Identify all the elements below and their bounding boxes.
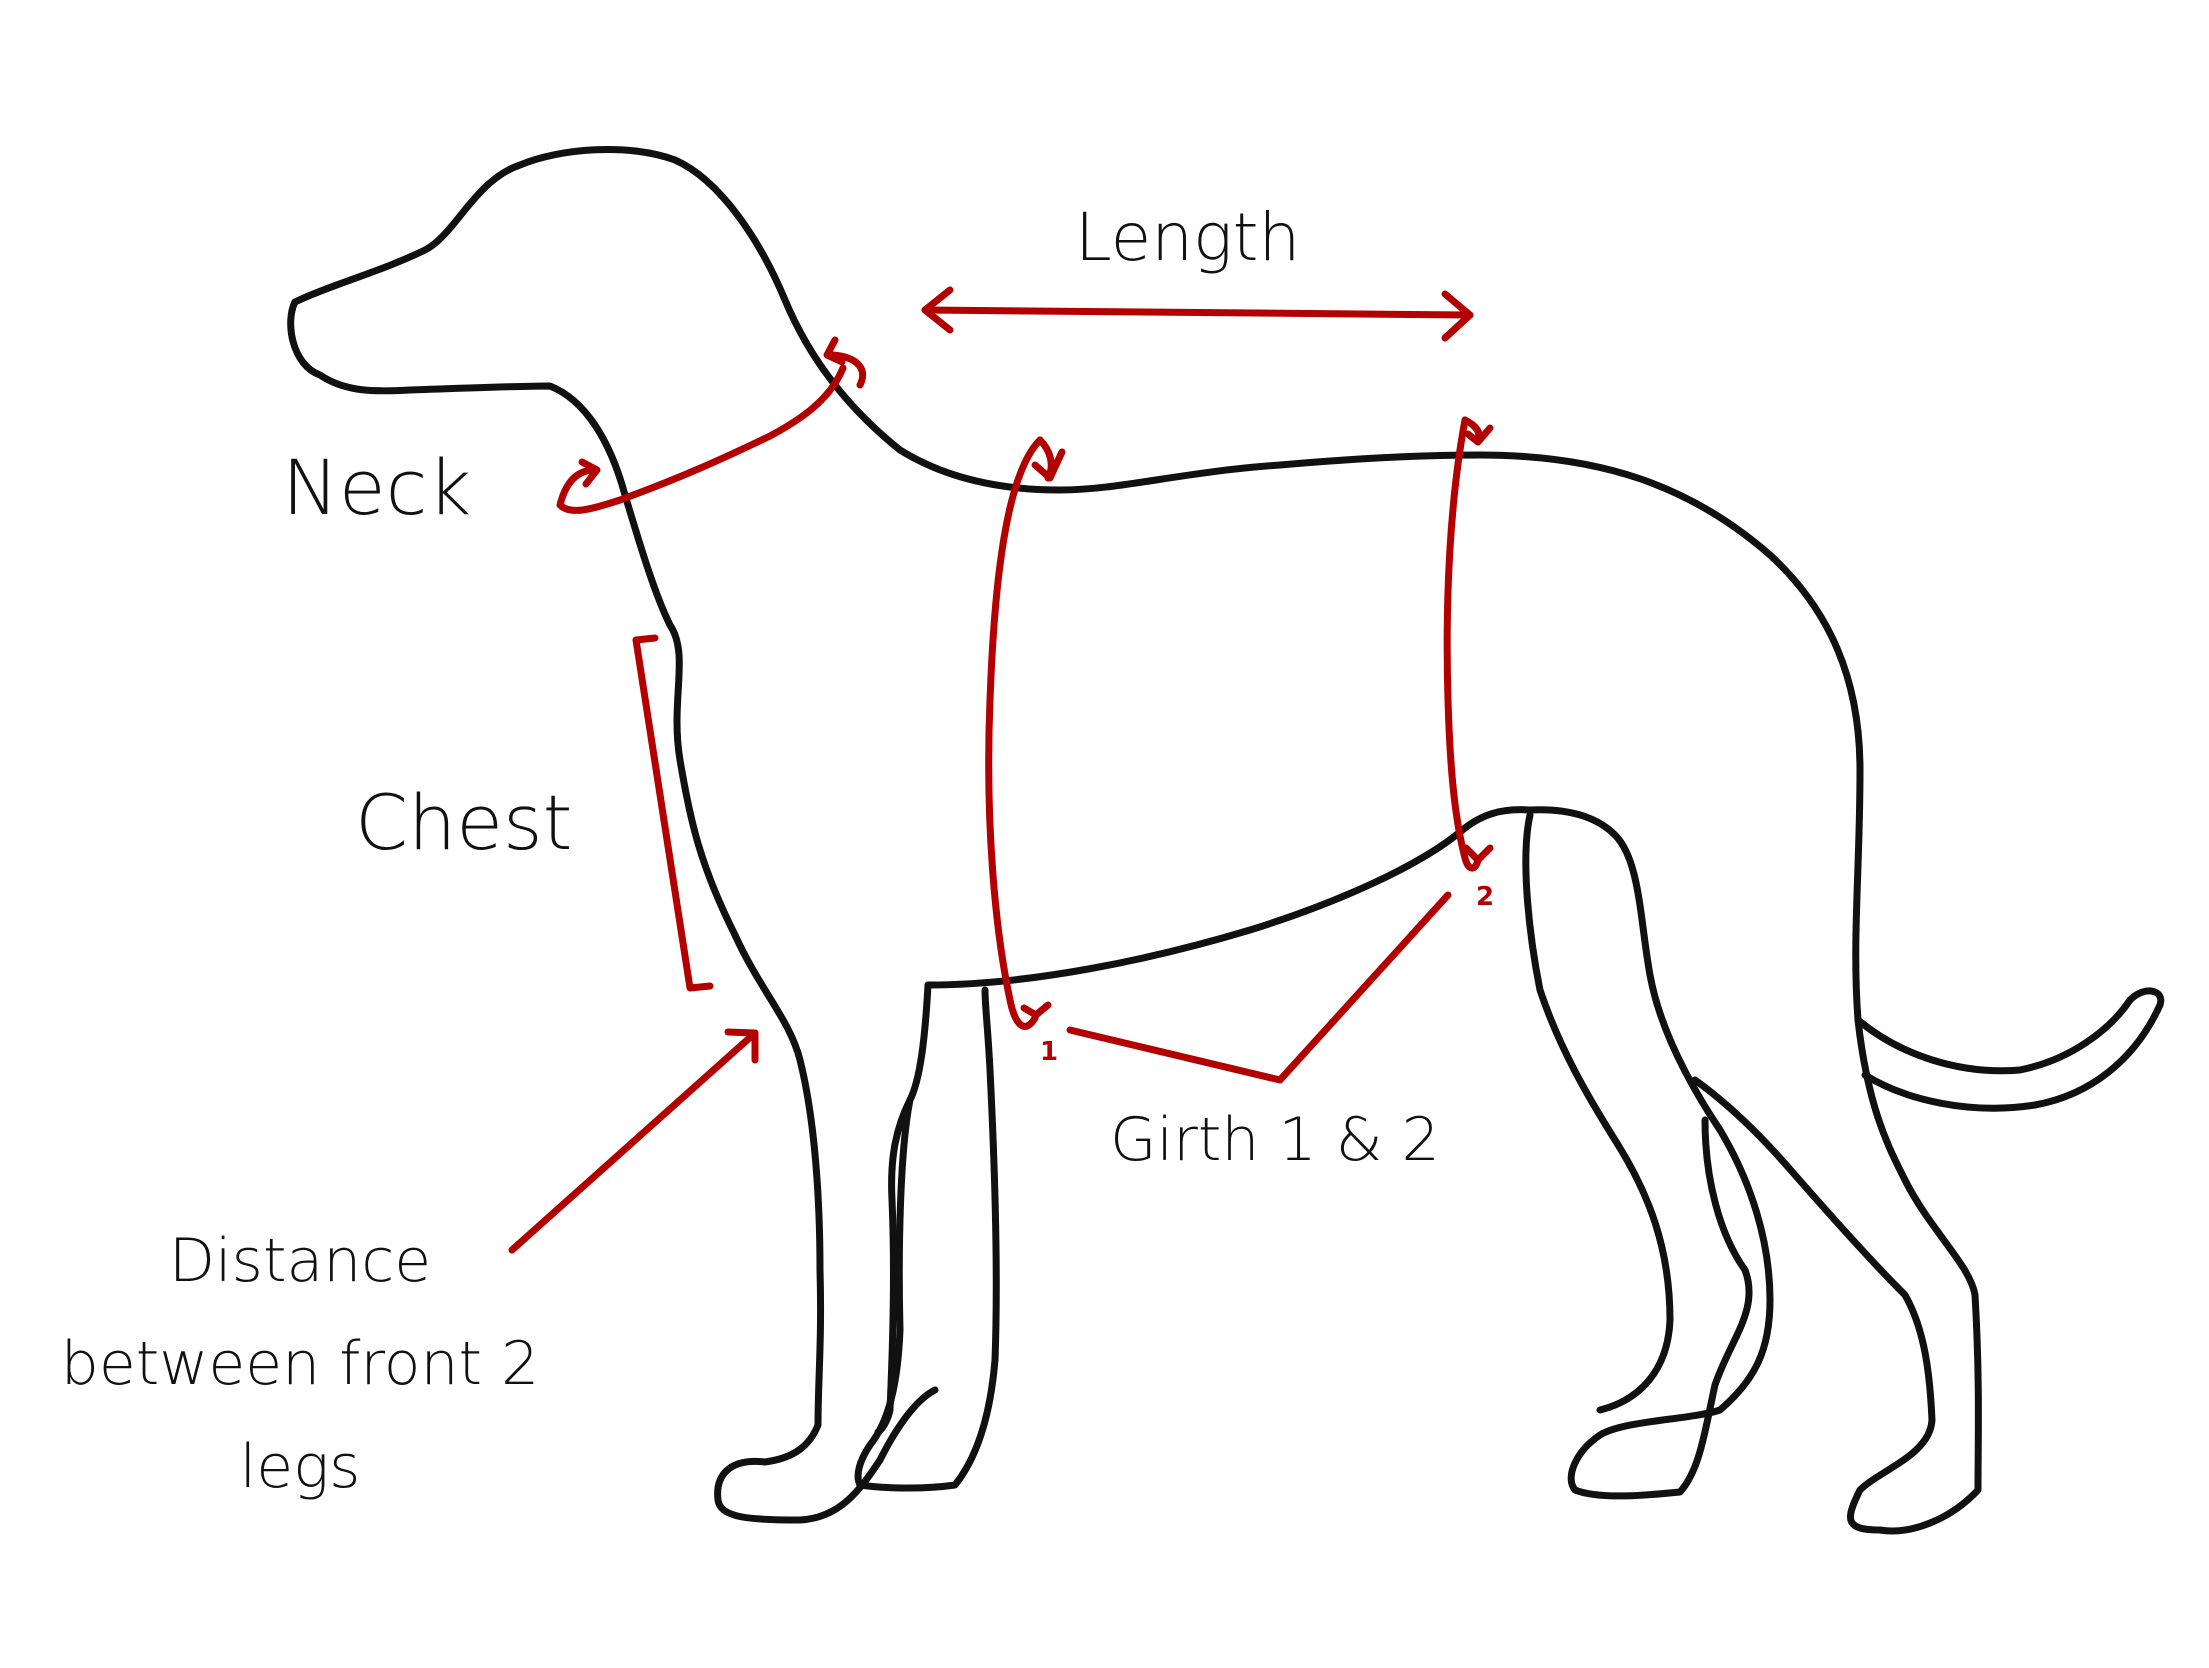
girth-pointer-lines (1066, 891, 1452, 1084)
length-arrow-left-head (921, 286, 954, 334)
dog-hind-inner-outline (1522, 811, 1674, 1414)
girth-1-top-arrowhead (1031, 448, 1066, 482)
distance-arrowhead (724, 1028, 759, 1064)
chest-bracket-line (632, 634, 714, 992)
neck-loop-left-arrowhead (578, 458, 601, 488)
girth-2-top-arrowhead (1464, 424, 1494, 446)
neck-measure-loop (556, 336, 867, 514)
girth-1-loop (985, 436, 1066, 1030)
length-arrow-line (921, 306, 1474, 319)
girth-2-loop (1443, 416, 1494, 872)
girth-2-marker: 2 (1476, 882, 1494, 912)
dog-body-outline (291, 146, 1982, 1535)
girth-1-marker: 1 (1040, 1037, 1058, 1067)
length-arrow-right-head (1441, 290, 1474, 342)
girth-1-bottom-arrowhead (1020, 1001, 1052, 1019)
measurement-markings: 1 2 (508, 286, 1494, 1254)
length-arrow (921, 286, 1474, 342)
dog-silhouette (287, 146, 2165, 1535)
distance-arrow-line (508, 1029, 759, 1254)
girth-2-bottom-arrowhead (1462, 844, 1494, 864)
distance-arrow (508, 1028, 759, 1254)
dog-belly-outline (924, 806, 1774, 1500)
girth-label: Girth 1 & 2 (1110, 1105, 1440, 1175)
chest-label: Chest (355, 778, 573, 867)
neck-loop-top-arrowhead (823, 336, 846, 366)
dog-front-leg-back-outline (854, 981, 1000, 1492)
dog-front-outline (287, 298, 939, 1524)
distance-label: Distance between front 2 legs (60, 1226, 540, 1503)
dog-tail-outline (1854, 987, 2165, 1112)
neck-loop-line (556, 364, 847, 514)
girth-2-loop-line (1443, 416, 1482, 872)
girth-1-loop-line (985, 436, 1044, 1030)
neck-label: Neck (282, 443, 472, 532)
dog-front-leg-inner-outline (874, 1096, 914, 1436)
chest-bracket (632, 634, 714, 992)
length-label: Length (1075, 199, 1301, 276)
